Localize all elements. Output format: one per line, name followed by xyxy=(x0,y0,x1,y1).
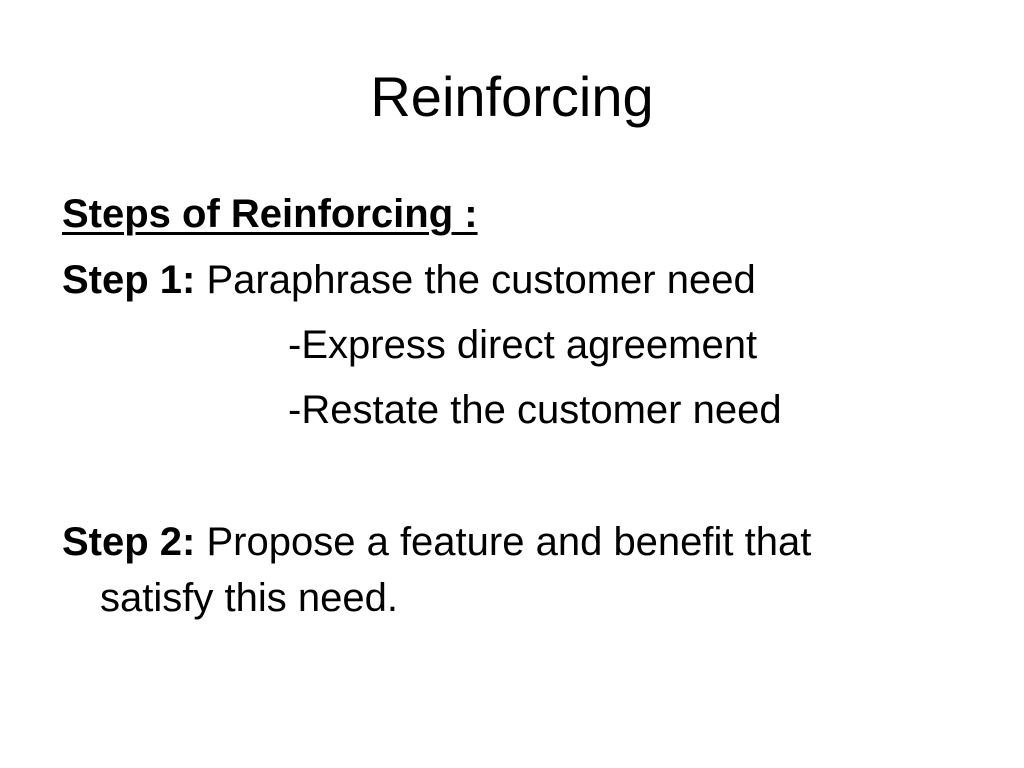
section-heading: Steps of Reinforcing : xyxy=(62,192,478,236)
step-2-label: Step 2: xyxy=(62,520,196,564)
slide-title: Reinforcing xyxy=(370,65,654,128)
step-1-text: Paraphrase the customer need xyxy=(206,258,756,302)
step-1-label: Step 1: xyxy=(62,258,196,302)
step-1-subitem-agreement: -Express direct agreement xyxy=(288,323,758,367)
step-2-text: Propose a feature and benefit that xyxy=(206,520,812,564)
step-2-line: Step 2: Propose a feature and benefit th… xyxy=(62,518,811,566)
step-1-subitem-restate: -Restate the customer need xyxy=(288,388,782,432)
step-2-continuation: satisfy this need. xyxy=(100,576,398,620)
step-1-line: Step 1: Paraphrase the customer need xyxy=(62,256,756,304)
